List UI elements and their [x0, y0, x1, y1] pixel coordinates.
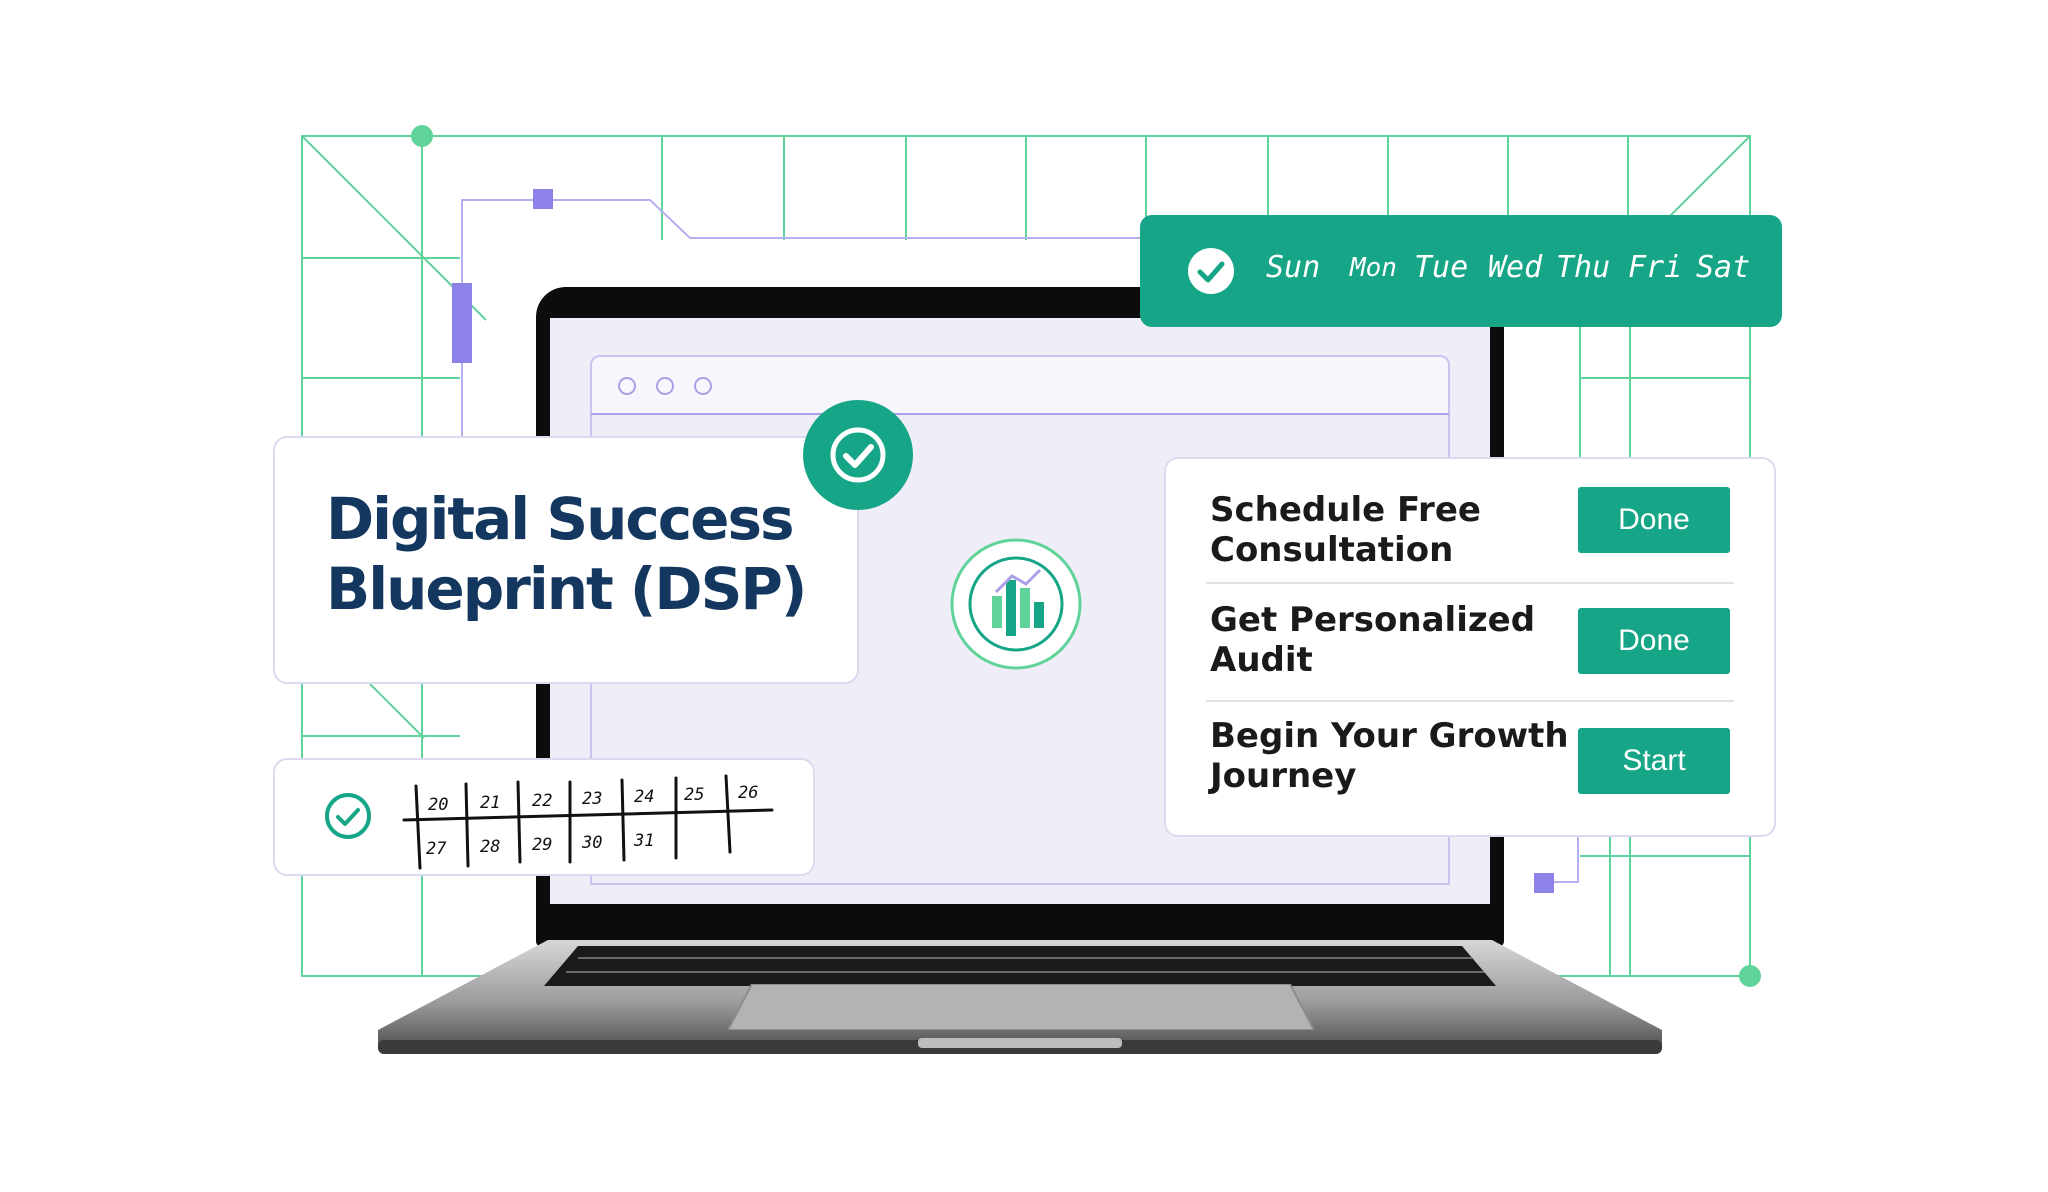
- day-fri: Fri: [1628, 250, 1683, 285]
- day-thu: Thu: [1556, 250, 1611, 285]
- day-tue: Tue: [1414, 250, 1469, 285]
- window-control-dot: [694, 377, 712, 395]
- step-line: Schedule Free: [1210, 490, 1481, 530]
- step-line: Get Personalized: [1210, 600, 1536, 640]
- divider: [1206, 582, 1734, 584]
- calendar-day: 23: [582, 789, 602, 809]
- done-button-audit[interactable]: Done: [1578, 608, 1730, 674]
- calendar-day: 25: [684, 785, 704, 805]
- step-label-audit: Get Personalized Audit: [1210, 600, 1570, 680]
- calendar-day: 27: [426, 839, 447, 859]
- calendar-day: 24: [634, 787, 654, 807]
- calendar-day: 26: [738, 783, 758, 803]
- check-circle-icon: [1188, 248, 1234, 294]
- day-sun: Sun: [1266, 250, 1321, 285]
- check-circle-icon: [325, 793, 371, 839]
- start-button-growth[interactable]: Start: [1578, 728, 1730, 794]
- done-button-consultation[interactable]: Done: [1578, 487, 1730, 553]
- handwritten-calendar-grid: 20 21 22 23 24 25 26 27 28 29 30 31: [402, 774, 774, 870]
- day-mon: Mon: [1350, 253, 1397, 283]
- calendar-day: 21: [480, 793, 500, 813]
- step-label-schedule: Schedule Free Consultation: [1210, 490, 1570, 570]
- laptop-trackpad: [728, 984, 1314, 1030]
- divider: [1206, 700, 1734, 702]
- title-line-2: Blueprint (DSP): [326, 555, 807, 623]
- page-title: Digital Success Blueprint (DSP): [326, 484, 826, 624]
- calendar-day: 28: [480, 837, 500, 857]
- step-line: Journey: [1210, 756, 1357, 796]
- check-circle-icon: [803, 400, 913, 510]
- window-control-dot: [656, 377, 674, 395]
- title-line-1: Digital Success: [326, 485, 795, 553]
- step-line: Consultation: [1210, 530, 1454, 570]
- growth-chart-icon: [950, 538, 1082, 670]
- step-label-growth: Begin Your Growth Journey: [1210, 716, 1570, 796]
- calendar-day: 29: [532, 835, 552, 855]
- title-card: [273, 436, 859, 684]
- browser-window-header: [590, 355, 1450, 415]
- calendar-day: 22: [532, 791, 552, 811]
- window-control-dot: [618, 377, 636, 395]
- calendar-day: 20: [428, 795, 448, 815]
- step-line: Begin Your Growth: [1210, 716, 1569, 756]
- calendar-day: 30: [581, 833, 602, 853]
- calendar-day: 31: [633, 831, 654, 851]
- week-day-bar: [1140, 215, 1782, 327]
- step-line: Audit: [1210, 640, 1313, 680]
- day-wed: Wed: [1488, 250, 1543, 285]
- day-sat: Sat: [1696, 250, 1751, 285]
